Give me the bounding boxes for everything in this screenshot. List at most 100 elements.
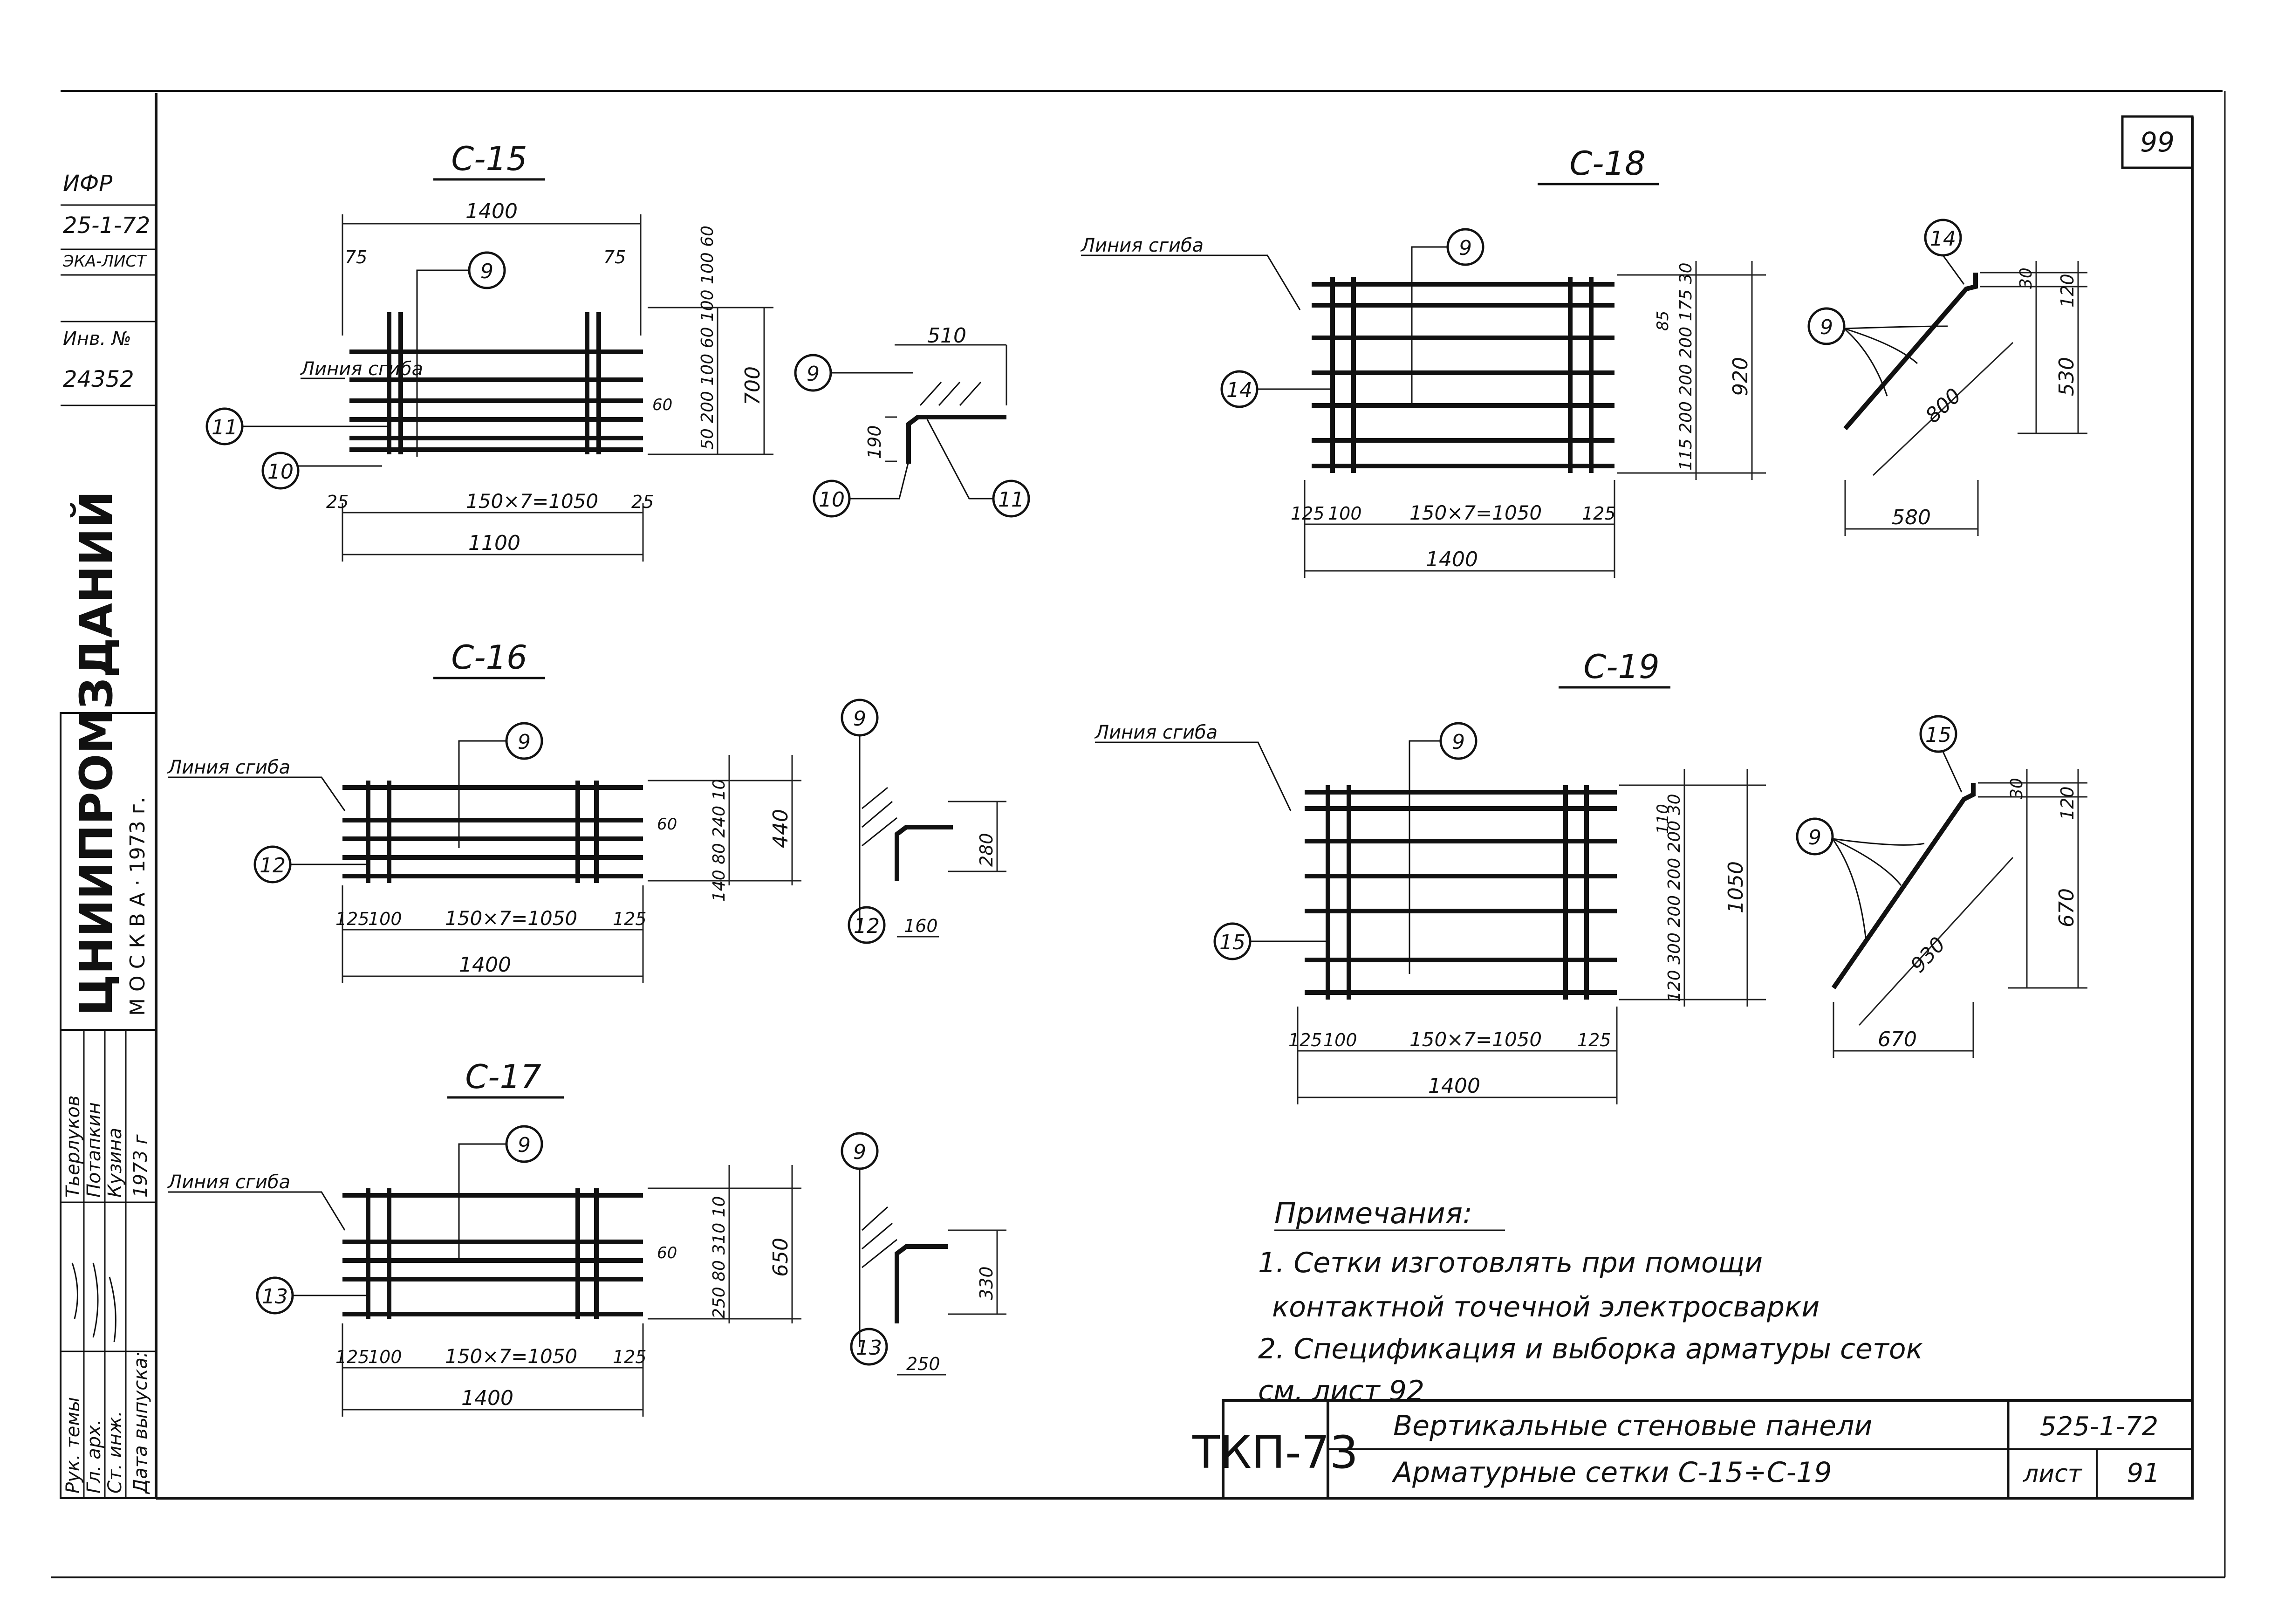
- name-4: 1973 г: [130, 1134, 151, 1198]
- title-code: ТКП-73: [1192, 1426, 1358, 1479]
- c18-profile: 14 9 800 30 120 530 580: [1807, 219, 2087, 536]
- notes-line-4: см. лист 92: [1258, 1375, 1424, 1407]
- c15-profile-mark-10: 10: [819, 488, 845, 512]
- c15-mark-11: 11: [212, 416, 238, 439]
- stamp-row-1: ИФР: [63, 171, 112, 197]
- title-sheet-label: лист: [2023, 1460, 2083, 1488]
- drawing-c17: С-17 9 Линия сгиба 13 125 100 150×7=1050…: [167, 1058, 801, 1417]
- c18-profile-height: 530: [2055, 357, 2079, 396]
- c17-right-dims: 250 80 310 10: [710, 1196, 729, 1319]
- c16-profile-base: 160: [904, 916, 938, 936]
- c15-profile-mark-11: 11: [998, 488, 1024, 512]
- c18-mark-14: 14: [1226, 378, 1252, 402]
- c16-bottom-mid: 150×7=1050: [445, 907, 577, 930]
- title-sheet-number: 91: [2127, 1458, 2160, 1488]
- stamp-row-5: 24352: [63, 366, 134, 392]
- c16-mark-9: 9: [518, 730, 531, 754]
- drawing-c15: С-15 1400 75 75 9 Линия сгиба 11 10: [205, 140, 773, 562]
- left-stamp: ИФР 25-1-72 ЭКА-ЛИСТ Инв. № 24352: [61, 171, 156, 406]
- c16-profile-mark-12: 12: [854, 914, 880, 938]
- c15-profile-mark-9: 9: [807, 362, 820, 386]
- c18-right-small: 85: [1654, 311, 1672, 331]
- c18-right-total: 920: [1729, 357, 1752, 396]
- c16-right-dims: 140 80 240 10: [710, 779, 729, 902]
- c18-mark-9: 9: [1459, 236, 1472, 260]
- c19-mark-15: 15: [1219, 931, 1245, 954]
- c19-profile-diag: 930: [1906, 932, 1950, 977]
- c16-title: С-16: [451, 638, 527, 677]
- c17-profile-height: 330: [976, 1266, 997, 1300]
- c18-profile-diag: 800: [1921, 384, 1966, 428]
- notes-heading: Примечания:: [1274, 1196, 1472, 1230]
- c19-bend-line: Линия сгиба: [1094, 722, 1218, 743]
- c15-width: 1400: [465, 199, 518, 223]
- c15-right-small: 60: [652, 396, 672, 414]
- c15-bend-line: Линия сгиба: [300, 358, 423, 380]
- c17-right-total: 650: [769, 1238, 793, 1277]
- c19-right-dims: 120 300 200 200 200 30: [1665, 794, 1684, 1002]
- c19-right-small: 110: [1654, 804, 1672, 834]
- c18-profile-top-right: 120: [2057, 274, 2078, 308]
- c16-bottom-a: 125: [335, 909, 369, 929]
- c18-bottom-a: 125: [1291, 503, 1325, 524]
- c17-mark-9: 9: [518, 1133, 531, 1157]
- signature-block: Рук. темы Гл. арх. Ст. инж. Дата выпуска…: [60, 1029, 157, 1499]
- stamp-row-2: 25-1-72: [63, 212, 150, 239]
- c18-bottom-right: 125: [1582, 503, 1616, 524]
- c19-profile: 15 9 930 30 120 670 670: [1796, 715, 2087, 1058]
- c17-bottom-total: 1400: [461, 1386, 513, 1410]
- org-city: М О С К В А · 1973 г.: [126, 797, 150, 1016]
- c15-mark-9: 9: [480, 260, 493, 283]
- notes-block: Примечания: 1. Сетки изготовлять при пом…: [1258, 1196, 1923, 1407]
- c19-bottom-right: 125: [1577, 1030, 1611, 1050]
- c15-left-edge: 75: [345, 247, 367, 267]
- c18-profile-base: 580: [1892, 506, 1931, 529]
- role-2: Гл. арх.: [83, 1419, 105, 1494]
- c16-right-small: 60: [657, 815, 677, 834]
- c18-bend-line: Линия сгиба: [1080, 235, 1204, 256]
- c17-bottom-mid: 150×7=1050: [445, 1345, 577, 1368]
- name-1: Тьерлуков: [62, 1096, 84, 1198]
- org-name: ЦНИИПРОМЗДАНИЙ: [70, 491, 123, 1016]
- title-row-1: Вертикальные стеновые панели: [1393, 1410, 1872, 1442]
- c18-profile-mark-9: 9: [1820, 315, 1833, 339]
- c19-title: С-19: [1583, 648, 1659, 686]
- c19-bottom-a: 125: [1288, 1030, 1322, 1050]
- role-1: Рук. темы: [62, 1397, 84, 1494]
- c15-bottom-total: 1100: [468, 531, 520, 555]
- drawing-c19: С-19 9 Линия сгиба 15 120 300 200 200 20…: [1094, 648, 1766, 1104]
- name-3: Кузина: [104, 1128, 126, 1198]
- c18-right-dims: 115 200 200 200 175 30: [1676, 262, 1696, 471]
- c15-right-edge: 75: [603, 247, 626, 267]
- title-series: 525-1-72: [2040, 1412, 2158, 1442]
- sheet-number-box: [2121, 115, 2194, 169]
- c19-profile-height: 670: [2055, 888, 2079, 927]
- stamp-row-3: ЭКА-ЛИСТ: [62, 252, 147, 271]
- c16-mark-12: 12: [260, 854, 286, 877]
- c19-profile-mark-9: 9: [1808, 826, 1821, 850]
- title-row-2: Арматурные сетки С-15÷С-19: [1391, 1456, 1832, 1489]
- c17-bottom-b: 100: [368, 1347, 402, 1367]
- notes-line-2: контактной точечной электросварки: [1272, 1291, 1820, 1323]
- c17-title: С-17: [465, 1058, 541, 1096]
- c17-profile-base: 250: [906, 1354, 940, 1374]
- c18-bottom-total: 1400: [1426, 548, 1478, 571]
- c15-bottom-right: 25: [631, 492, 654, 512]
- notes-line-1: 1. Сетки изготовлять при помощи: [1258, 1247, 1763, 1279]
- c15-profile-side: 190: [864, 425, 885, 459]
- c19-profile-top-small: 30: [2007, 778, 2026, 799]
- stamp-row-4: Инв. №: [63, 328, 131, 349]
- c18-profile-mark-14: 14: [1930, 227, 1956, 251]
- c16-profile: 9 280 12 160: [841, 699, 1006, 944]
- c15-profile: 510 190 9 10 11: [794, 324, 1030, 518]
- name-2: Потапкин: [83, 1102, 105, 1198]
- c15-profile-top: 510: [927, 324, 966, 348]
- title-block: ТКП-73 Вертикальные стеновые панели Арма…: [1192, 1399, 2194, 1500]
- c16-right-total: 440: [769, 809, 793, 848]
- c17-profile-mark-13: 13: [856, 1336, 882, 1360]
- c17-profile-mark-9: 9: [853, 1140, 866, 1164]
- c17-bottom-right: 125: [613, 1347, 647, 1367]
- drawing-c18: С-18 9 Линия сгиба 14 115 200 200 200 17…: [1080, 144, 1766, 578]
- c16-profile-height: 280: [976, 833, 997, 867]
